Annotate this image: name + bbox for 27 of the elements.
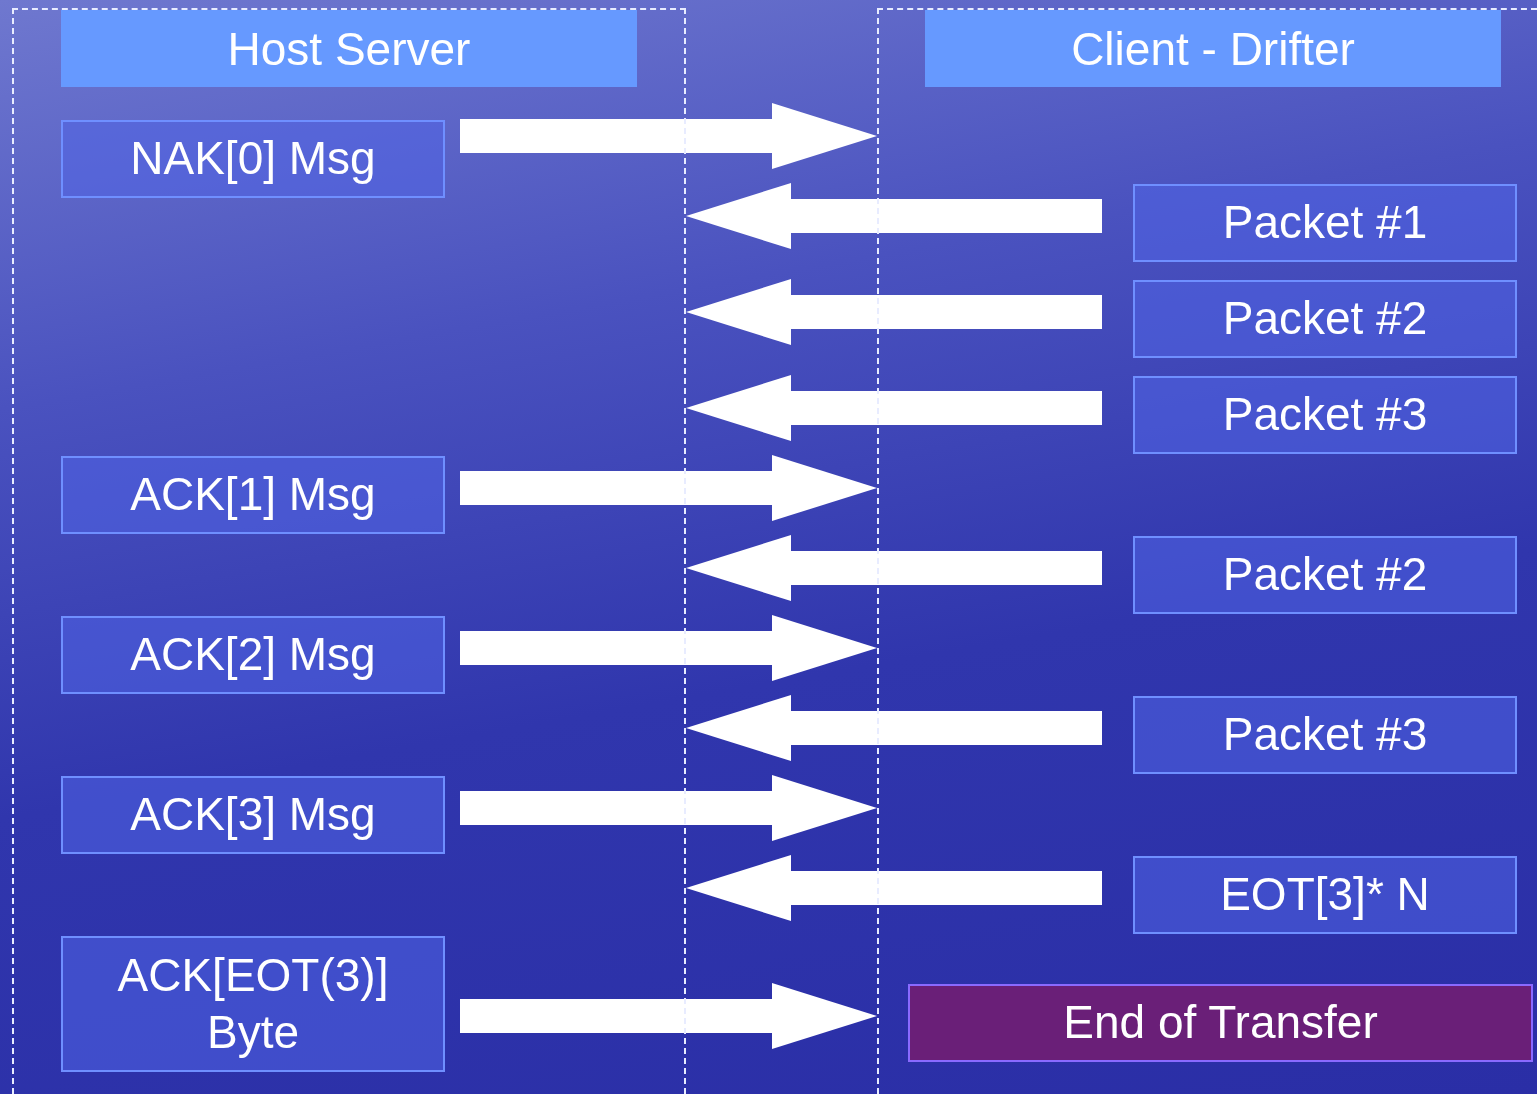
- message-box: End of Transfer: [908, 984, 1533, 1062]
- block-arrow: [460, 775, 877, 841]
- message-box: ACK[EOT(3)] Byte: [61, 936, 445, 1072]
- message-box: EOT[3]* N: [1133, 856, 1517, 934]
- message-box: NAK[0] Msg: [61, 120, 445, 198]
- block-arrow: [460, 103, 877, 169]
- message-box: ACK[3] Msg: [61, 776, 445, 854]
- block-arrow: [460, 983, 877, 1049]
- block-arrow: [686, 855, 1102, 921]
- message-box: Packet #3: [1133, 376, 1517, 454]
- dashed-column: [877, 8, 1537, 1094]
- block-arrow: [686, 375, 1102, 441]
- dashed-column: [12, 8, 686, 1094]
- column-heading: Client - Drifter: [925, 10, 1501, 87]
- block-arrow: [686, 183, 1102, 249]
- message-box: Packet #3: [1133, 696, 1517, 774]
- message-box: Packet #1: [1133, 184, 1517, 262]
- block-arrow: [686, 535, 1102, 601]
- message-box: Packet #2: [1133, 280, 1517, 358]
- message-box: ACK[2] Msg: [61, 616, 445, 694]
- block-arrow: [686, 279, 1102, 345]
- message-box: ACK[1] Msg: [61, 456, 445, 534]
- message-box: Packet #2: [1133, 536, 1517, 614]
- block-arrow: [460, 615, 877, 681]
- column-heading: Host Server: [61, 10, 637, 87]
- block-arrow: [686, 695, 1102, 761]
- block-arrow: [460, 455, 877, 521]
